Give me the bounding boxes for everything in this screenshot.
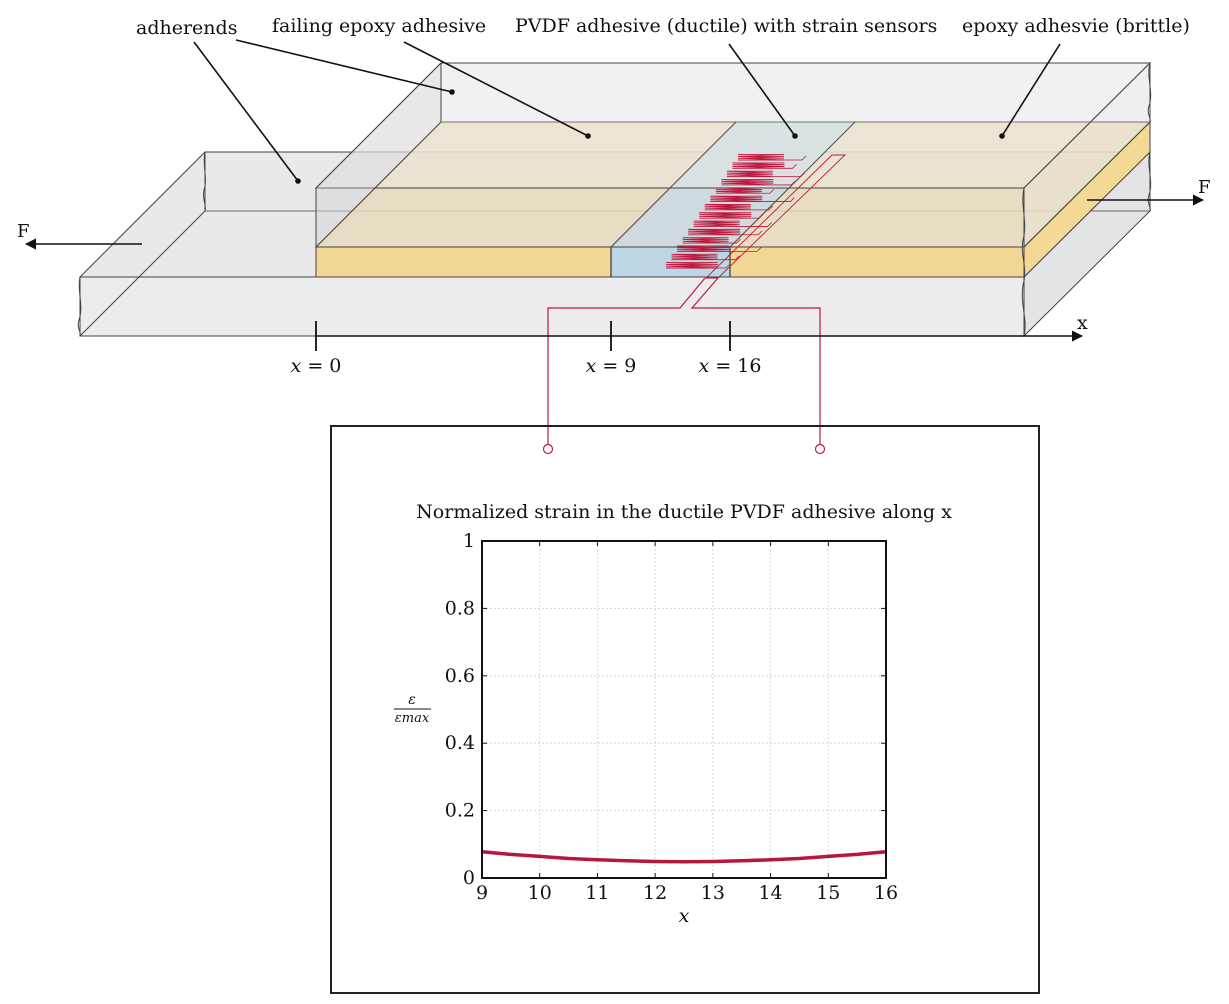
callout-adherends: adherends: [136, 17, 237, 39]
position-label-0: x = 0: [291, 355, 342, 377]
strain-gauge: [715, 187, 775, 194]
force-label-left: F: [17, 221, 30, 242]
chart-tick-labels: 9 10 11 12 13 14 15 16 0 0.2 0.4 0.6 0.8 1: [445, 530, 898, 904]
strain-chart-panel: Normalized strain in the ductile PVDF ad…: [330, 425, 1040, 994]
y-tick-label: 1: [463, 530, 475, 552]
callout-epoxy-brittle: epoxy adhesvie (brittle): [962, 15, 1190, 37]
y-tick-label: 0.6: [445, 665, 475, 687]
callout-dots: [295, 89, 1005, 184]
position-label-16: x = 16: [699, 355, 762, 377]
strain-gauge: [704, 203, 774, 211]
chart-xlabel: x: [679, 905, 690, 927]
strain-gauge: [710, 195, 795, 202]
strain-gauge: [721, 179, 796, 186]
strain-gauge: [688, 228, 763, 236]
x-tick-label: 10: [528, 882, 552, 904]
strain-gauge: [682, 237, 741, 244]
position-axis-label: x: [1077, 312, 1088, 334]
y-tick-label: 0: [463, 867, 475, 889]
position-label-9: x = 9: [586, 355, 637, 377]
lead-terminal-right: [814, 443, 826, 455]
leader-epoxy-brittle: [1001, 43, 1061, 137]
chart-ylabel: ε εmax: [394, 692, 431, 726]
strain-gauge: [665, 262, 731, 269]
force-label-right: F: [1198, 177, 1211, 198]
x-tick-label: 11: [585, 882, 609, 904]
joint-schematic: F F adherends failing epoxy adhesive PVD…: [17, 15, 1211, 455]
dot-failing-epoxy-lower: [585, 133, 591, 139]
left-cut-edge: [77, 276, 82, 337]
leader-failing-epoxy-upper: [235, 39, 453, 93]
lower-adherend-front-face: [79, 276, 1025, 337]
sensor-lead-right: [690, 277, 821, 444]
strain-gauge: [693, 220, 772, 227]
sensor-bus-outline: [704, 154, 847, 279]
callout-failing-epoxy: failing epoxy adhesive: [272, 15, 486, 37]
y-tick-label: 0.8: [445, 597, 475, 619]
right-cut-edge-lower: [1147, 151, 1152, 212]
lead-terminal-left: [542, 443, 554, 455]
x-tick-label: 13: [701, 882, 725, 904]
x-tick-label: 16: [874, 882, 898, 904]
dot-adherends: [295, 178, 301, 184]
strain-gauge: [732, 162, 797, 169]
strain-sensor-array: [665, 154, 847, 279]
force-arrows: F F: [17, 177, 1211, 250]
sensor-lead-left: [547, 277, 706, 444]
front-cut-edge: [1021, 187, 1026, 337]
sensor-leads: [542, 277, 826, 455]
strain-curve: [481, 849, 887, 864]
x-tick-label: 9: [476, 882, 488, 904]
dot-epoxy-brittle: [999, 133, 1005, 139]
chart-ylabel-numerator: ε: [408, 692, 416, 708]
chart-title: Normalized strain in the ductile PVDF ad…: [416, 501, 952, 523]
back-cut-edge: [203, 151, 206, 212]
chart-grid: [482, 541, 886, 878]
leader-adherends: [193, 41, 299, 182]
strain-gauge: [677, 245, 762, 252]
x-tick-label: 12: [643, 882, 667, 904]
y-tick-label: 0.4: [445, 732, 475, 754]
strain-gauge: [699, 212, 764, 219]
dot-failing-epoxy-upper: [449, 89, 455, 95]
upper-adherend: [314, 61, 1152, 249]
leader-pvdf: [728, 43, 796, 137]
strain-gauge: [671, 253, 740, 261]
strain-gauge: [737, 154, 807, 161]
right-cut-edge-upper: [1147, 62, 1152, 123]
y-tick-label: 0.2: [445, 800, 475, 822]
dot-pvdf: [792, 133, 798, 139]
chart-ylabel-denominator: εmax: [395, 711, 430, 726]
leader-failing-epoxy-lower: [403, 41, 589, 137]
plot-area-frame: [481, 540, 887, 879]
chart-ticks: [481, 540, 887, 879]
upper-adherend-front-face: [315, 187, 1025, 248]
callout-leaders: [193, 39, 1061, 182]
chart-panel-frame: [330, 425, 1040, 994]
x-tick-label: 15: [816, 882, 840, 904]
callout-pvdf: PVDF adhesive (ductile) with strain sens…: [515, 15, 937, 37]
position-axis: x x = 0 x = 9 x = 16: [291, 312, 1088, 377]
x-tick-label: 14: [758, 882, 782, 904]
strain-gauge: [726, 170, 806, 178]
